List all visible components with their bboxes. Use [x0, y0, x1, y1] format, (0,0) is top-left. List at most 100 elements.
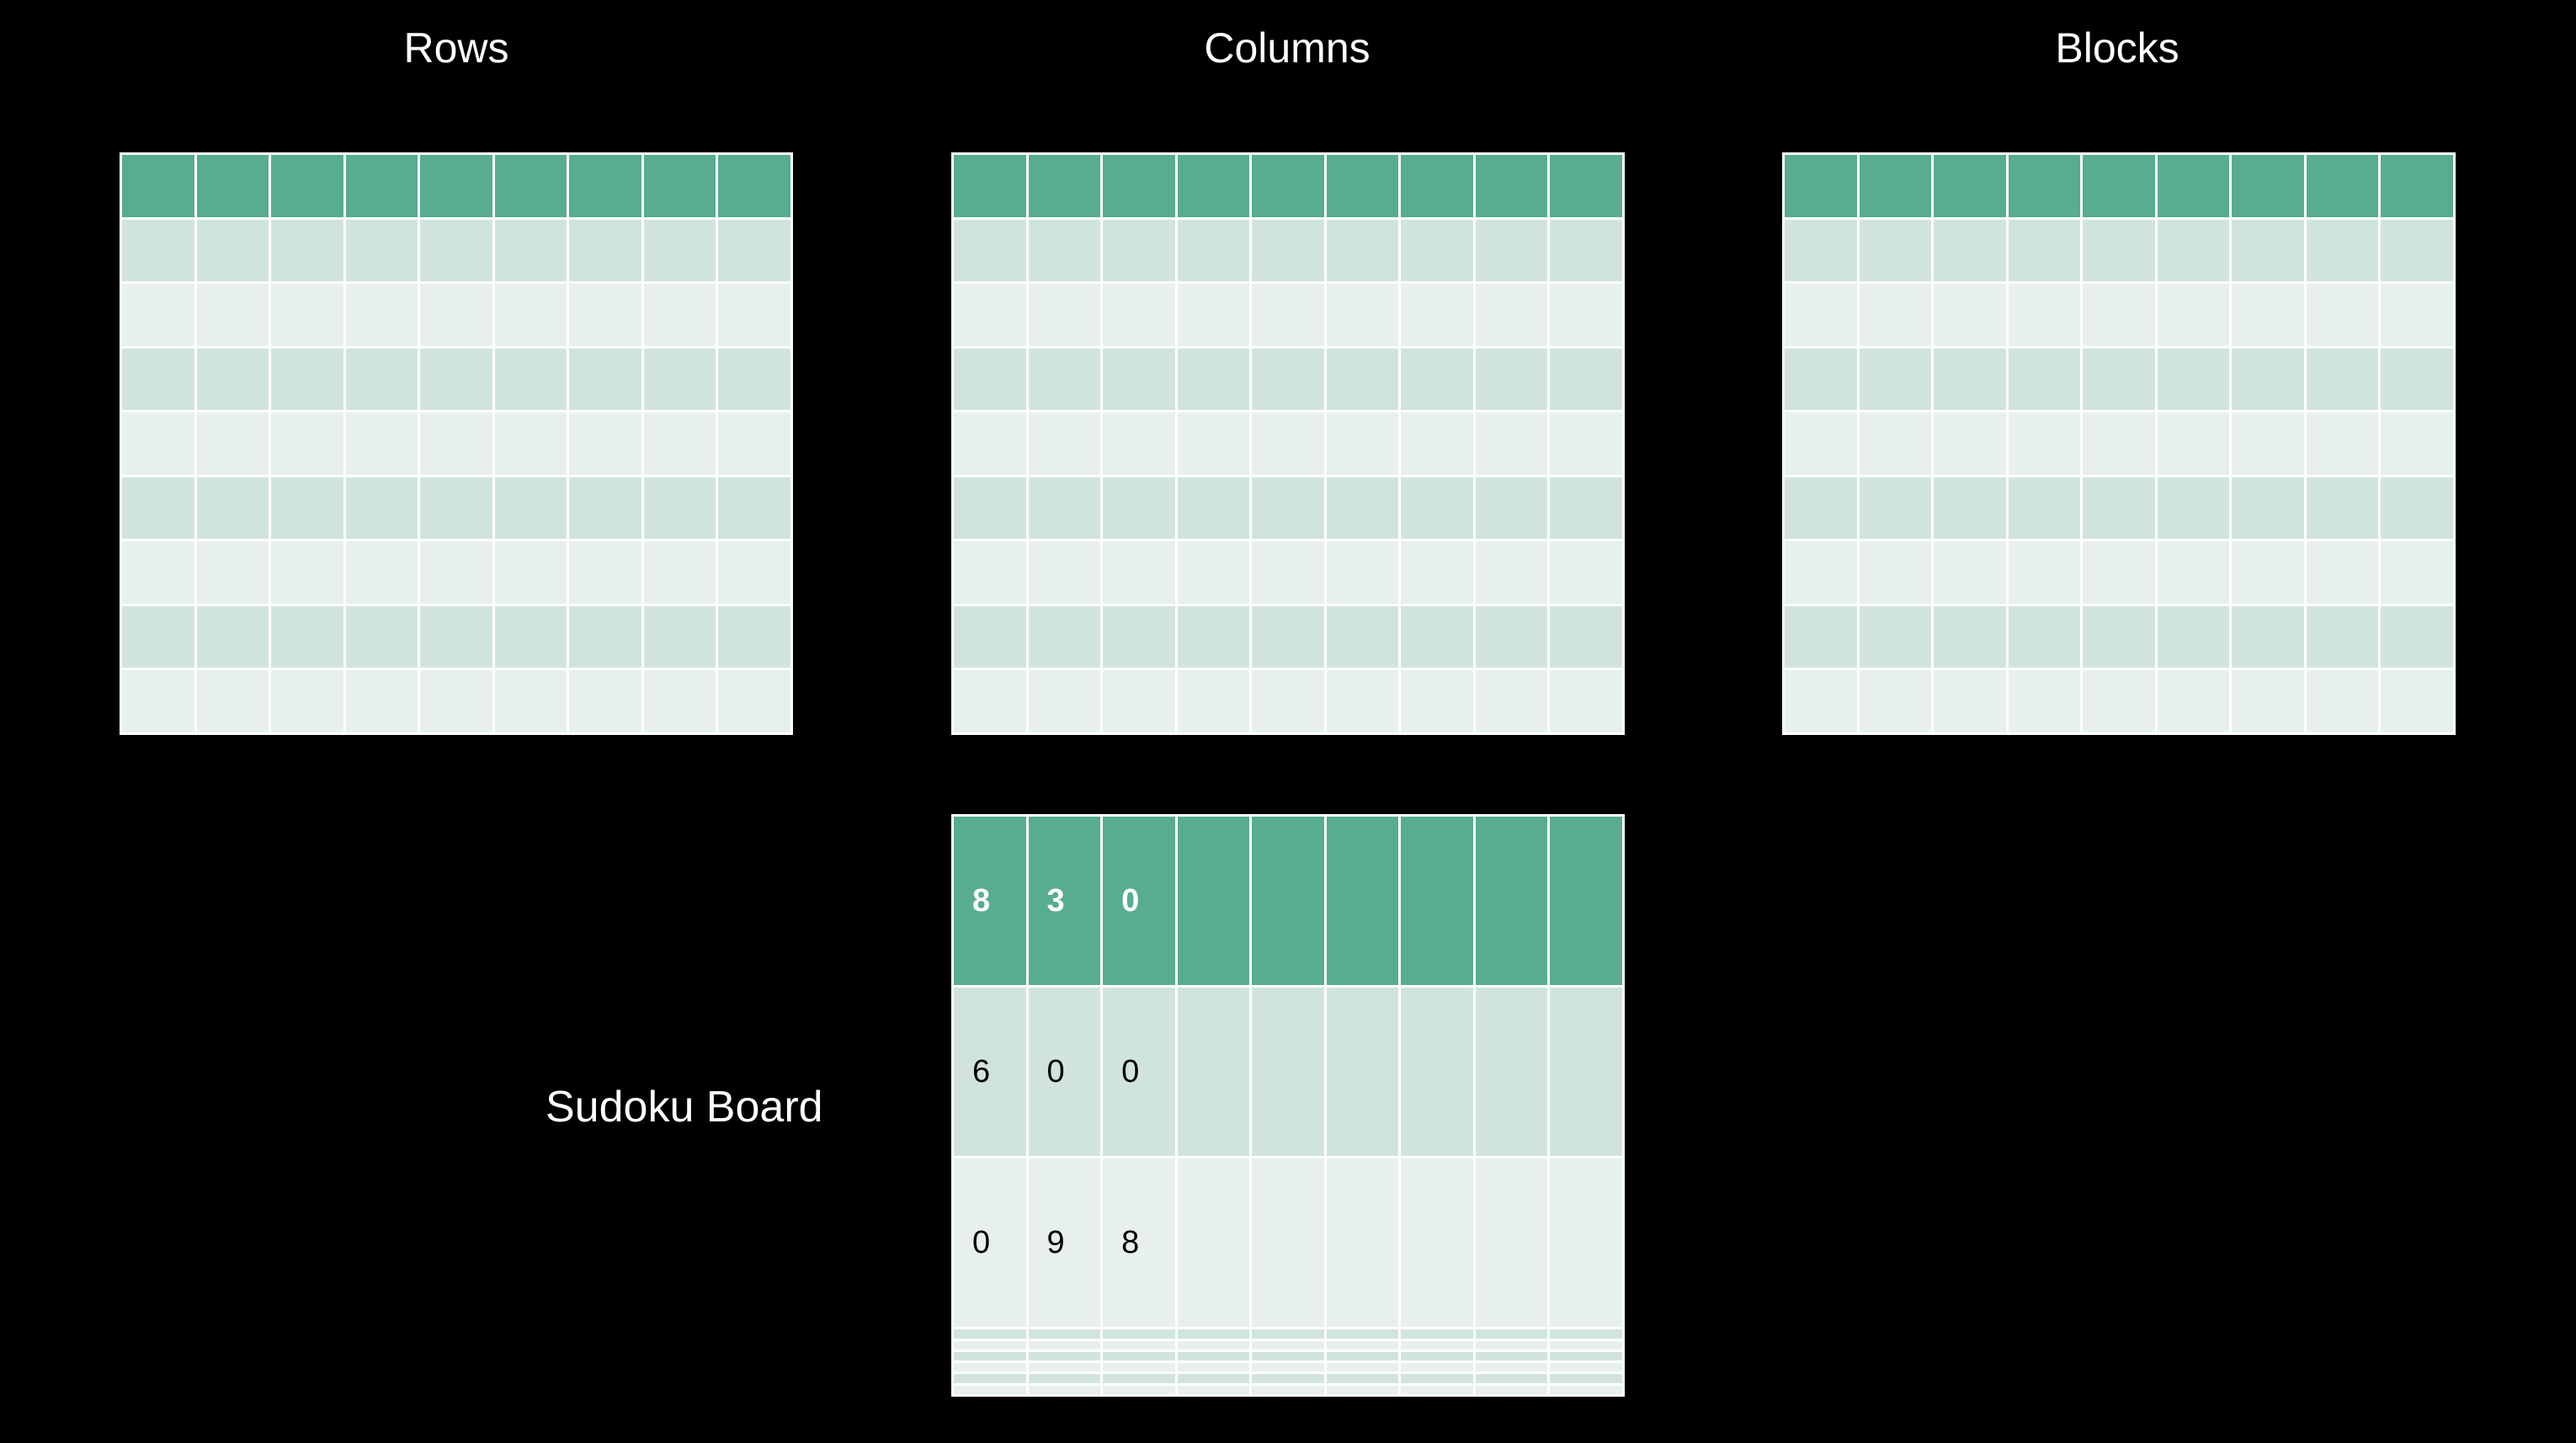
columns-cell	[1472, 345, 1551, 413]
columns-cell	[951, 668, 1029, 735]
blocks-cell	[2154, 410, 2233, 477]
rows-cell	[120, 539, 197, 606]
board-cell: 0	[1100, 813, 1178, 988]
columns-cell	[1323, 281, 1402, 349]
board-cell	[1174, 1382, 1253, 1398]
board-cell	[1249, 1371, 1327, 1386]
blocks-cell	[2378, 603, 2456, 671]
columns-row-7	[951, 539, 1625, 606]
blocks-cell	[1782, 668, 1860, 735]
blocks-cell	[2080, 152, 2158, 220]
blocks-row-1	[1782, 152, 2456, 220]
rows-cell	[194, 345, 272, 413]
blocks-cell	[2005, 345, 2084, 413]
columns-cell	[1249, 152, 1327, 220]
columns-cell	[1398, 539, 1476, 606]
blocks-row-3	[1782, 281, 2456, 349]
rows-cell	[120, 410, 197, 477]
board-cell	[1547, 1382, 1625, 1398]
blocks-cell	[2154, 152, 2233, 220]
columns-cell	[1174, 668, 1253, 735]
board-cell	[1398, 985, 1476, 1159]
blocks-cell	[1931, 474, 2009, 542]
board-cell	[1249, 1327, 1327, 1341]
columns-cell	[1472, 539, 1551, 606]
board-row-7	[951, 1360, 1625, 1375]
columns-cell	[1249, 345, 1327, 413]
columns-cell	[1025, 539, 1104, 606]
rows-row-3	[120, 281, 793, 349]
rows-cell	[492, 539, 570, 606]
rows-cell	[641, 603, 719, 671]
blocks-cell	[1931, 281, 2009, 349]
board-cell	[1398, 1338, 1476, 1352]
columns-cell	[951, 216, 1029, 285]
rows-cell	[492, 216, 570, 285]
blocks-cell	[1931, 345, 2009, 413]
columns-cell	[1323, 152, 1402, 220]
blocks-cell	[2154, 668, 2233, 735]
columns-cell	[1025, 668, 1104, 735]
blocks-cell	[2378, 152, 2456, 220]
board-cell	[1398, 1349, 1476, 1364]
board-cell	[1174, 1349, 1253, 1364]
columns-cell	[951, 281, 1029, 349]
board-cell	[1398, 1371, 1476, 1386]
columns-cell	[1100, 216, 1178, 285]
board-cell	[951, 1382, 1029, 1398]
columns-cell	[1100, 152, 1178, 220]
rows-cell	[716, 474, 793, 542]
blocks-row-4	[1782, 345, 2456, 413]
blocks-cell	[2080, 603, 2158, 671]
blocks-cell	[2005, 603, 2084, 671]
rows-cell	[269, 474, 346, 542]
columns-cell	[1174, 216, 1253, 285]
blocks-cell	[2378, 539, 2456, 606]
rows-cell	[716, 345, 793, 413]
columns-cell	[1249, 281, 1327, 349]
rows-cell	[492, 345, 570, 413]
rows-cell	[418, 152, 495, 220]
blocks-cell	[1931, 216, 2009, 285]
rows-cell	[343, 281, 421, 349]
rows-cell	[194, 474, 272, 542]
board-cell	[1100, 1327, 1178, 1341]
columns-cell	[1100, 668, 1178, 735]
columns-title: Columns	[1204, 24, 1370, 72]
board-cell	[1323, 1156, 1402, 1330]
rows-cell	[269, 345, 346, 413]
board-cell	[1547, 985, 1625, 1159]
board-row-8	[951, 1371, 1625, 1386]
blocks-cell	[1856, 345, 1935, 413]
columns-cell	[1547, 474, 1625, 542]
columns-cell	[1323, 345, 1402, 413]
rows-cell	[343, 474, 421, 542]
rows-cell	[641, 216, 719, 285]
rows-cell	[120, 603, 197, 671]
rows-cell	[567, 345, 644, 413]
board-cell	[1174, 1327, 1253, 1341]
board-cell	[1547, 1371, 1625, 1386]
blocks-cell	[1782, 216, 1860, 285]
blocks-cell	[2378, 668, 2456, 735]
board-cell	[1249, 985, 1327, 1159]
columns-cell	[1025, 281, 1104, 349]
columns-row-6	[951, 474, 1625, 542]
blocks-cell	[2080, 474, 2158, 542]
blocks-cell	[1782, 539, 1860, 606]
blocks-cell	[2229, 152, 2307, 220]
columns-cell	[951, 410, 1029, 477]
board-cell	[1398, 813, 1476, 988]
blocks-cell	[2154, 281, 2233, 349]
columns-cell	[1100, 474, 1178, 542]
columns-row-9	[951, 668, 1625, 735]
columns-cell	[1547, 668, 1625, 735]
board-cell	[1249, 1382, 1327, 1398]
blocks-cell	[2080, 668, 2158, 735]
board-cell	[1323, 1349, 1402, 1364]
board-cell	[1323, 1382, 1402, 1398]
board-cell	[1547, 1338, 1625, 1352]
